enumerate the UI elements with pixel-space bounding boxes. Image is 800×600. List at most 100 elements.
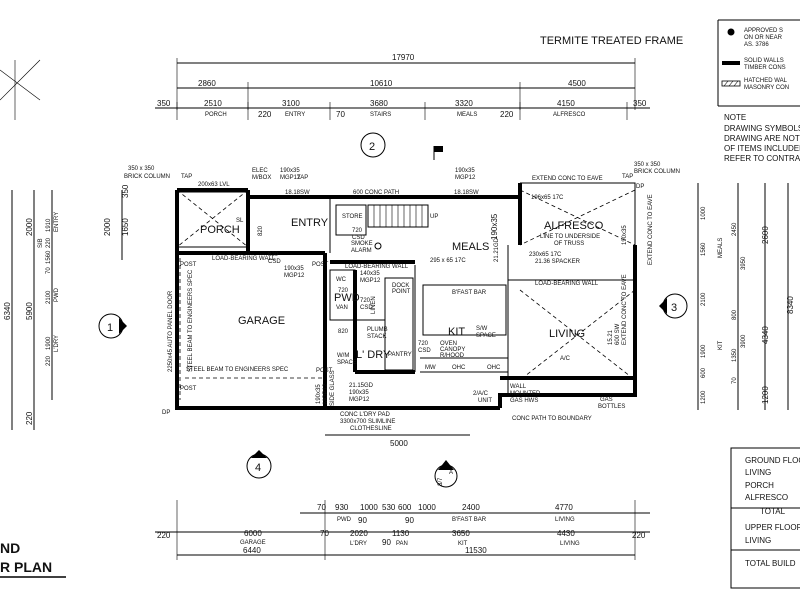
dim-text: 800 (732, 309, 738, 320)
building-walls (175, 182, 637, 410)
dim-text: 1560 (46, 250, 52, 264)
annotation: 21.15GD (349, 383, 374, 389)
room-label-porch: PORCH (200, 224, 240, 236)
dim-text: 2020 (350, 529, 368, 538)
annotation: SIDE GLASS (330, 370, 336, 406)
annotation: W/M (337, 353, 349, 359)
dim-text: 10610 (370, 79, 393, 88)
marker-label: 3/7 (438, 477, 444, 486)
dim-text: 1000 (418, 503, 436, 512)
plan-title-line: R PLAN (0, 559, 52, 575)
annotation: ALARM (351, 248, 372, 254)
annotation: DP (636, 184, 644, 190)
plan-title: ND R PLAN (0, 540, 66, 578)
annotation: M/BOX (252, 175, 271, 181)
annotation: MGP12 (349, 397, 370, 403)
top-dimensions: 17970 2860 10610 4500 350 2510 3100 3680… (155, 53, 650, 120)
dim-text: 1560 (701, 242, 707, 256)
left-dimensions: 6340 2000 5900 220 1910 220 1560 70 2100… (3, 184, 130, 430)
dim-text: 930 (335, 503, 349, 512)
dim-text: 220 (258, 110, 272, 119)
annotation: 190x35 (316, 384, 322, 404)
dim-label: ENTRY (285, 112, 305, 118)
annotation: 21.36 SPACKER (535, 259, 581, 265)
dim-label: PAN (396, 541, 408, 547)
annotation: 2250x45 AUTO PANEL DOOR (168, 290, 174, 372)
section-marker-a: A 3/7 (434, 460, 458, 488)
dim-label: GARAGE (240, 540, 266, 546)
dim-label: KIT (718, 340, 724, 350)
hatched-wall-symbol-icon (721, 80, 741, 87)
dim-text: 11530 (465, 546, 487, 555)
annotation: BRICK COLUMN (124, 174, 170, 180)
annotation: 21.21GD (494, 237, 500, 262)
annotation: CSD (268, 259, 281, 265)
annotation: S/W (476, 326, 488, 332)
dim-text: 3100 (282, 99, 300, 108)
stairs (367, 204, 429, 228)
dim-text: 8340 (786, 296, 795, 314)
annotation: CANOPY (440, 347, 465, 353)
dim-text: 70 (46, 267, 52, 274)
dim-text: 3950 (741, 256, 747, 270)
dim-label: KIT (458, 541, 468, 547)
dim-text: 2450 (732, 222, 738, 236)
dim-text: 90 (405, 516, 414, 525)
annotation: STEEL BEAM TO ENGINEERS SPEC (186, 367, 289, 373)
elevation-marker-4: 4 (246, 450, 272, 479)
dim-text: 5900 (25, 302, 34, 320)
annotation: LINEN (371, 296, 377, 314)
annotation: 230x65 17C (529, 252, 562, 258)
elevation-marker-2: 2 (360, 132, 443, 160)
drawing-title: TERMITE TREATED FRAME (540, 35, 683, 47)
dim-text: 2510 (204, 99, 222, 108)
area-label: ALFRESCO (745, 493, 788, 502)
annotation: 15.21 (608, 329, 614, 345)
annotation: BOTTLES (598, 404, 625, 410)
dim-text: 1350 (732, 348, 738, 362)
annotation: DP (162, 410, 170, 416)
area-label: LIVING (745, 536, 771, 545)
dim-text: 4430 (557, 529, 575, 538)
annotation: 190x35 (284, 266, 304, 272)
legend-text: SOLID WALLS (744, 58, 784, 64)
dim-text: 70 (732, 377, 738, 384)
note-line: OF ITEMS INCLUDED (724, 144, 800, 153)
annotation: SMOKE (351, 241, 373, 247)
dim-label: ENTRY (54, 212, 60, 232)
dim-label: L'DRY (350, 541, 367, 547)
dim-text: 220 (25, 411, 34, 425)
room-label-pwd: PWD (334, 292, 360, 304)
dim-text: 1910 (46, 218, 52, 232)
annotation: MGP12 (323, 383, 329, 404)
eave-lines (176, 189, 636, 400)
dim-text: 2000 (25, 218, 34, 236)
dim-text: 220 (157, 531, 171, 540)
annotation: MGP12 (280, 175, 301, 181)
annotation: 820 (338, 329, 349, 335)
dim-label: L'DRY (54, 335, 60, 352)
legend-text: TIMBER CONS (744, 65, 786, 71)
dim-text: 220 (46, 355, 52, 366)
annotation: TAP (181, 174, 192, 180)
marker-label: 3 (671, 302, 677, 314)
legend-box: APPROVED S ON OR NEAR AS. 3786 SOLID WAL… (717, 19, 800, 107)
annotation: GAS (600, 397, 613, 403)
dim-text: 5000 (390, 439, 408, 448)
annotation: POST (316, 368, 333, 374)
area-label: GROUND FLOO (745, 456, 800, 465)
termite-symbol-icon (727, 28, 735, 36)
annotation: SL (236, 218, 244, 224)
annotation: 720 (352, 228, 363, 234)
dim-text: 1900 (46, 336, 52, 350)
area-label: TOTAL BUILD (745, 559, 796, 568)
annotation: 18.18SW (454, 190, 479, 196)
dim-text: 3650 (452, 529, 470, 538)
plan-annotations: 350 x 350 BRICK COLUMN 350 x 350 BRICK C… (124, 162, 680, 448)
annotation: OHC (452, 365, 466, 371)
dim-text: 220 (632, 531, 646, 540)
annotation: STACK (367, 334, 387, 340)
dim-text: 530 (382, 503, 396, 512)
dim-label: ALFRESCO (553, 112, 586, 118)
dim-overall: 17970 (392, 53, 415, 62)
